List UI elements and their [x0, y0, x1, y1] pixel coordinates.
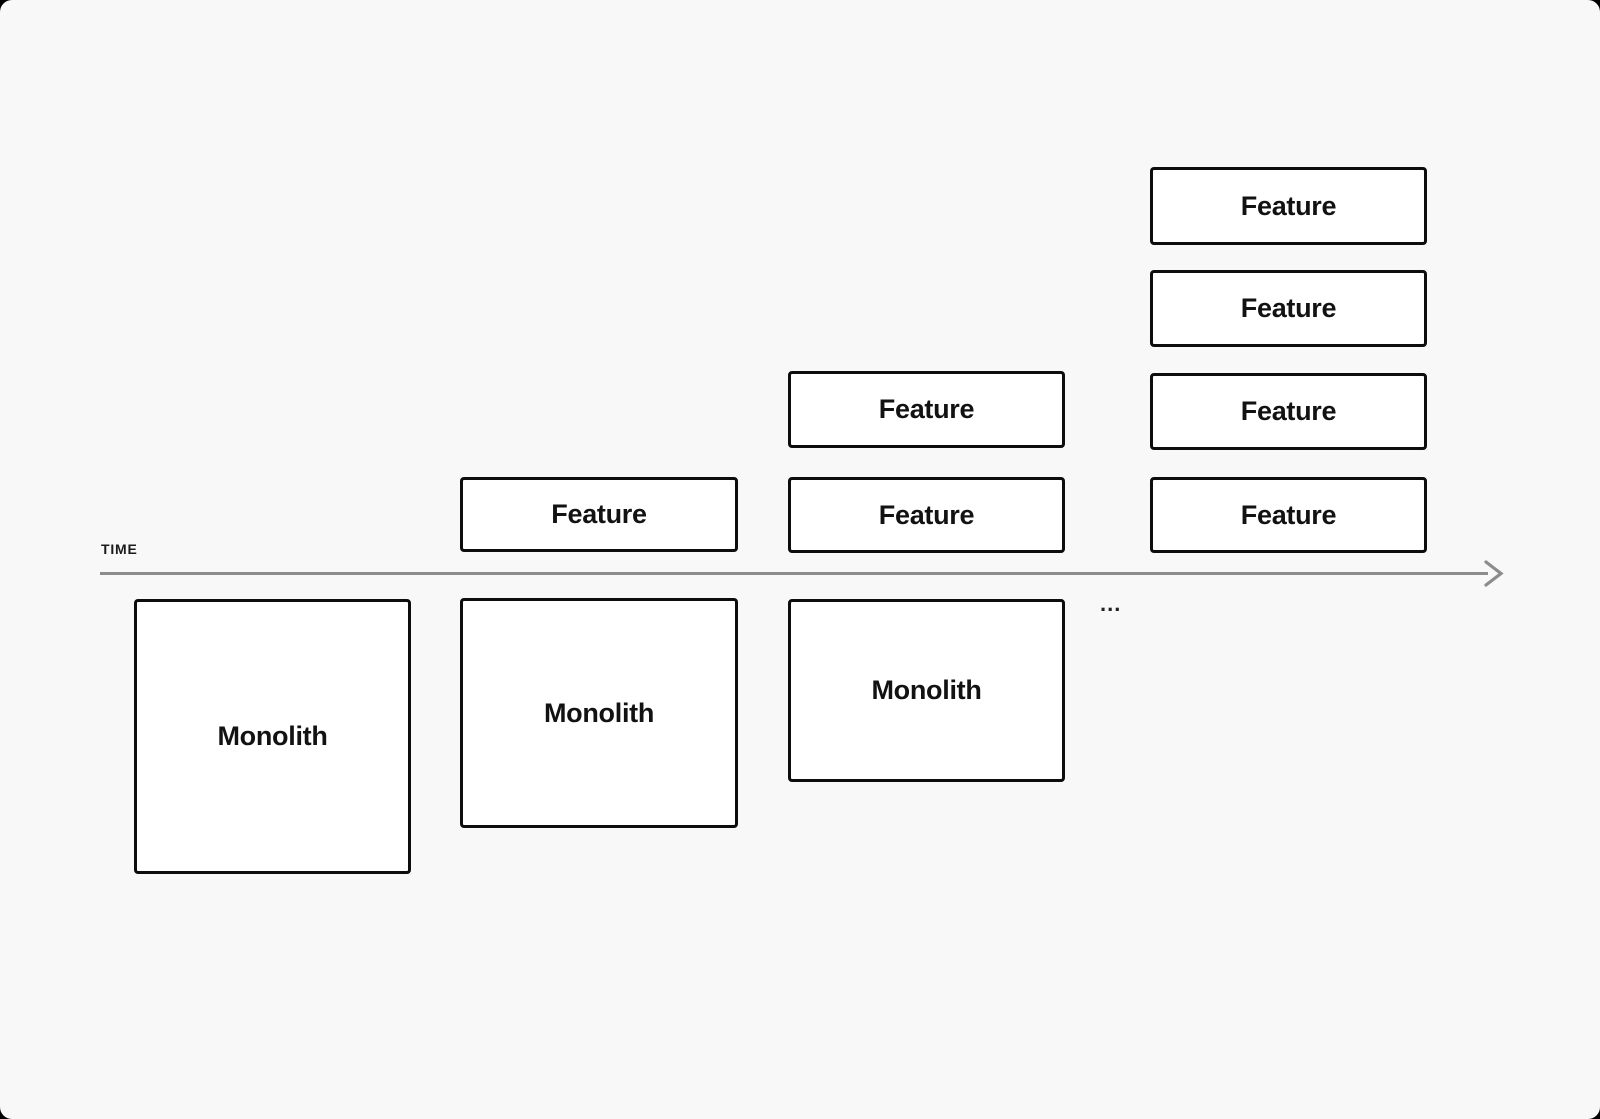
feature-box-stage-4-4: Feature: [1150, 167, 1427, 245]
feature-label: Feature: [878, 499, 975, 530]
monolith-label: Monolith: [871, 675, 982, 705]
time-axis-arrowhead-icon: [1484, 560, 1504, 587]
feature-box-stage-3-1: Feature: [788, 477, 1065, 553]
feature-label: Feature: [1240, 293, 1337, 323]
monolith-box-stage-1: Monolith: [134, 599, 411, 874]
feature-box-stage-2-1: Feature: [460, 477, 738, 552]
feature-label: Feature: [551, 499, 647, 529]
monolith-label: Monolith: [217, 721, 328, 751]
feature-label: Feature: [1240, 499, 1337, 530]
feature-box-stage-4-1: Feature: [1150, 477, 1427, 553]
feature-label: Feature: [1240, 396, 1337, 426]
time-axis-label: TIME: [101, 541, 138, 557]
feature-box-stage-3-2: Feature: [788, 371, 1065, 448]
monolith-label: Monolith: [543, 697, 655, 728]
monolith-box-stage-2: Monolith: [460, 598, 738, 828]
feature-label: Feature: [878, 394, 975, 424]
continuation-ellipsis: ...: [1100, 591, 1122, 616]
feature-label: Feature: [1240, 190, 1337, 221]
feature-box-stage-4-3: Feature: [1150, 270, 1427, 347]
feature-box-stage-4-2: Feature: [1150, 373, 1427, 450]
monolith-box-stage-3: Monolith: [788, 599, 1065, 782]
time-axis-line: [100, 572, 1488, 575]
